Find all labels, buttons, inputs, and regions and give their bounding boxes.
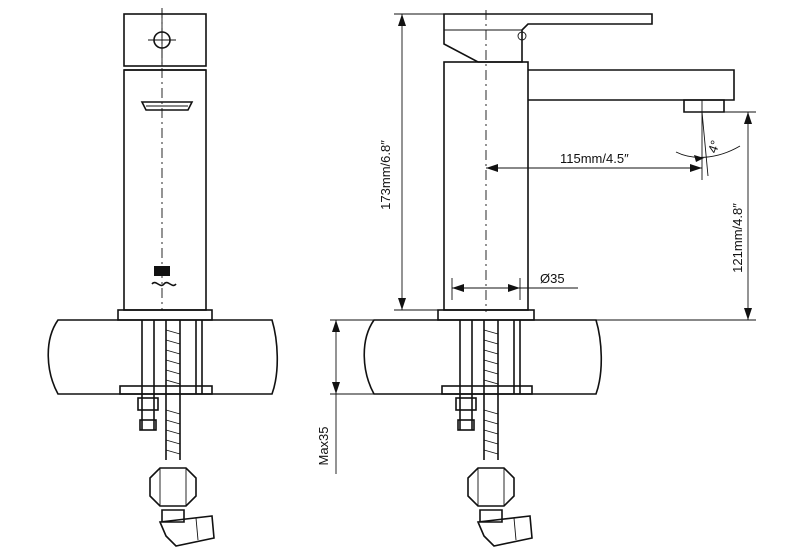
hot-water-symbol-icon bbox=[151, 266, 177, 287]
front-countertop bbox=[47, 319, 279, 395]
spout-reach-label: 115mm/4.5″ bbox=[560, 151, 629, 166]
spout-height-label: 121mm/4.8″ bbox=[730, 203, 745, 273]
base-diameter-label: Ø35 bbox=[540, 271, 565, 286]
dimension-spout-angle: 4° bbox=[675, 111, 741, 177]
front-base-plate bbox=[117, 309, 213, 321]
side-spout bbox=[528, 69, 735, 101]
side-mounting-plate bbox=[441, 385, 533, 395]
dimension-base-diameter: Ø35 bbox=[451, 271, 578, 300]
dimension-spout-height: 121mm/4.8″ bbox=[596, 111, 756, 321]
side-angle-valve bbox=[467, 467, 533, 547]
side-supply-hose bbox=[483, 320, 499, 460]
front-aerator bbox=[140, 101, 194, 111]
total-height-label: 173mm/6.8″ bbox=[378, 140, 393, 210]
side-countertop bbox=[363, 319, 603, 395]
side-view: 173mm/6.8″ Max35 Ø35 115mm/4.5″ bbox=[316, 10, 756, 547]
side-base-plate bbox=[437, 309, 535, 321]
dimension-spout-reach: 115mm/4.5″ bbox=[486, 112, 703, 180]
dimension-total-height: 173mm/6.8″ bbox=[378, 13, 444, 311]
side-aerator bbox=[683, 99, 725, 113]
max-deck-label: Max35 bbox=[316, 426, 331, 465]
front-supply-hose bbox=[165, 320, 181, 460]
front-view bbox=[47, 8, 279, 547]
front-angle-valve bbox=[149, 467, 215, 547]
side-lever bbox=[443, 13, 653, 63]
dimension-max-deck: Max35 bbox=[316, 319, 374, 474]
spout-angle-label: 4° bbox=[705, 138, 723, 155]
